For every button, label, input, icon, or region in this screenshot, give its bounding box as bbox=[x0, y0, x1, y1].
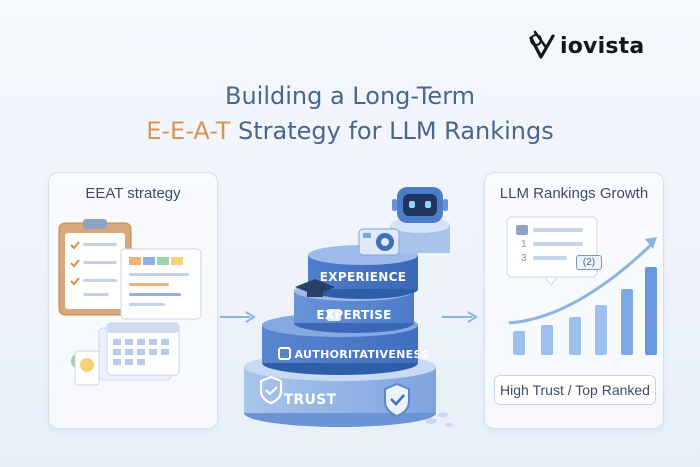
growth-bars bbox=[513, 267, 657, 355]
panel-title: LLM Rankings Growth bbox=[499, 185, 649, 202]
authority-badge-icon bbox=[278, 347, 291, 360]
tier-label-experience: EXPERIENCE bbox=[319, 270, 407, 284]
graduation-cap-icon bbox=[295, 279, 341, 321]
brand-mark-icon bbox=[529, 30, 555, 59]
clipboard-icon bbox=[58, 219, 132, 316]
robot-icon bbox=[392, 187, 448, 223]
high-trust-badge: High Trust / Top Ranked bbox=[494, 375, 656, 405]
tier-label-expertise: EXPERTISE bbox=[316, 308, 392, 322]
eeat-pyramid bbox=[244, 187, 453, 427]
camera-icon bbox=[358, 228, 400, 256]
shield-icon bbox=[259, 375, 283, 405]
growth-chart-illustration bbox=[506, 216, 657, 355]
list-number: 3 bbox=[521, 253, 527, 264]
tier-label-trust: TRUST bbox=[283, 392, 337, 408]
brand-name: iovista bbox=[560, 33, 645, 59]
page-title-line1: Building a Long-Term bbox=[224, 82, 476, 110]
strategy-documents-illustration bbox=[58, 219, 202, 386]
shield-check-icon bbox=[384, 382, 410, 418]
title-accent: E-E-A-T bbox=[146, 117, 231, 145]
brand-logo: iovista bbox=[528, 30, 644, 62]
growth-arrow-icon bbox=[508, 237, 657, 325]
decorative-pebbles bbox=[425, 412, 453, 427]
page-title-line2: E-E-A-T Strategy for LLM Rankings bbox=[0, 117, 700, 145]
eeat-strategy-panel: EEAT strategy bbox=[48, 172, 218, 429]
title-rest: Strategy for LLM Rankings bbox=[230, 117, 554, 145]
list-number: 1 bbox=[521, 239, 527, 250]
panel-title: EEAT strategy bbox=[85, 185, 181, 202]
tier-experience bbox=[308, 245, 418, 299]
ranking-list-card bbox=[506, 216, 598, 286]
report-sheet-icon bbox=[120, 248, 202, 320]
flow-arrow-right-icon bbox=[442, 311, 478, 323]
calendar-icon bbox=[71, 322, 180, 386]
flow-arrow-left-icon bbox=[220, 311, 256, 323]
rank-badge: (2) bbox=[576, 255, 602, 270]
tier-label-authoritativeness: AUTHORITATIVENESS bbox=[294, 348, 430, 361]
